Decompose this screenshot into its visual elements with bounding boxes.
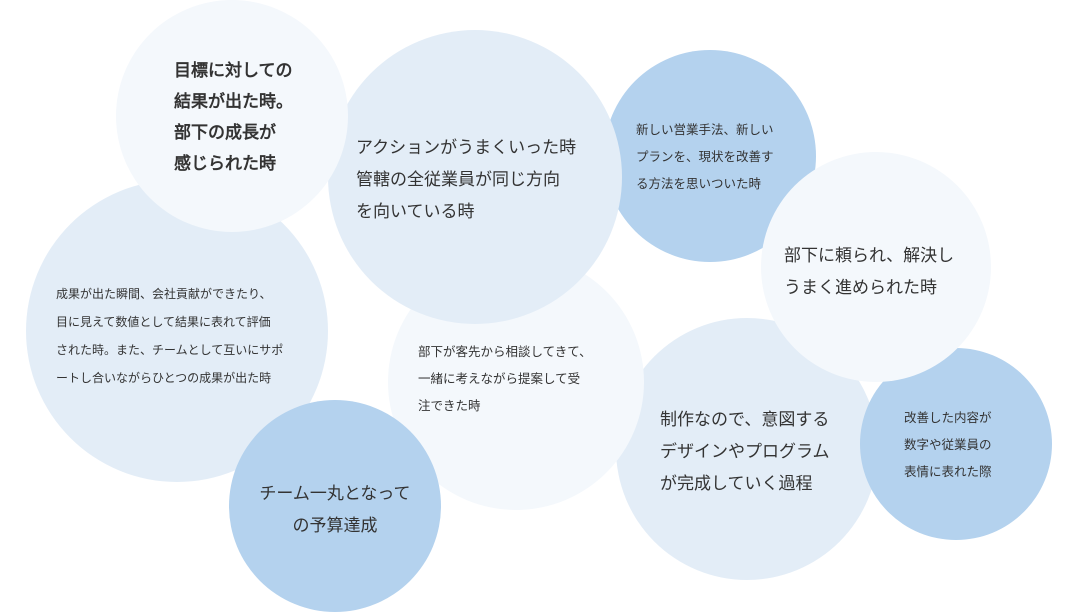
bubble-text-relied-upon: 部下に頼られ、解決し うまく進められた時	[784, 246, 955, 298]
bubble-relied-upon	[761, 152, 991, 382]
bubble-action-success	[328, 30, 622, 324]
bubble-text-goal-results: 目標に対しての 結果が出た時。 部下の成長が 感じられた時	[174, 61, 293, 174]
bubble-text-team-results: 成果が出た瞬間、会社貢献ができたり、 目に見えて数値として結果に表れて評価 され…	[56, 287, 284, 385]
bubble-text-client-consult: 部下が客先から相談してきて、 一緒に考えながら提案して受 注できた時	[418, 344, 592, 413]
bubble-goal-results	[116, 0, 348, 232]
bubble-text-action-success: アクションがうまくいった時 管轄の全従業員が同じ方向 を向いている時	[356, 138, 577, 222]
bubble-text-team-budget: チーム一丸となって の予算達成	[259, 484, 411, 536]
bubble-text-new-methods: 新しい営業手法、新しい プランを、現状を改善す る方法を思いついた時	[636, 122, 774, 191]
bubble-text-production-process: 制作なので、意図する デザインやプログラム が完成していく過程	[660, 410, 830, 494]
bubble-text-improvement-shown: 改善した内容が 数字や従業員の 表情に表れた際	[904, 410, 992, 479]
bubble-team-budget	[229, 400, 441, 612]
